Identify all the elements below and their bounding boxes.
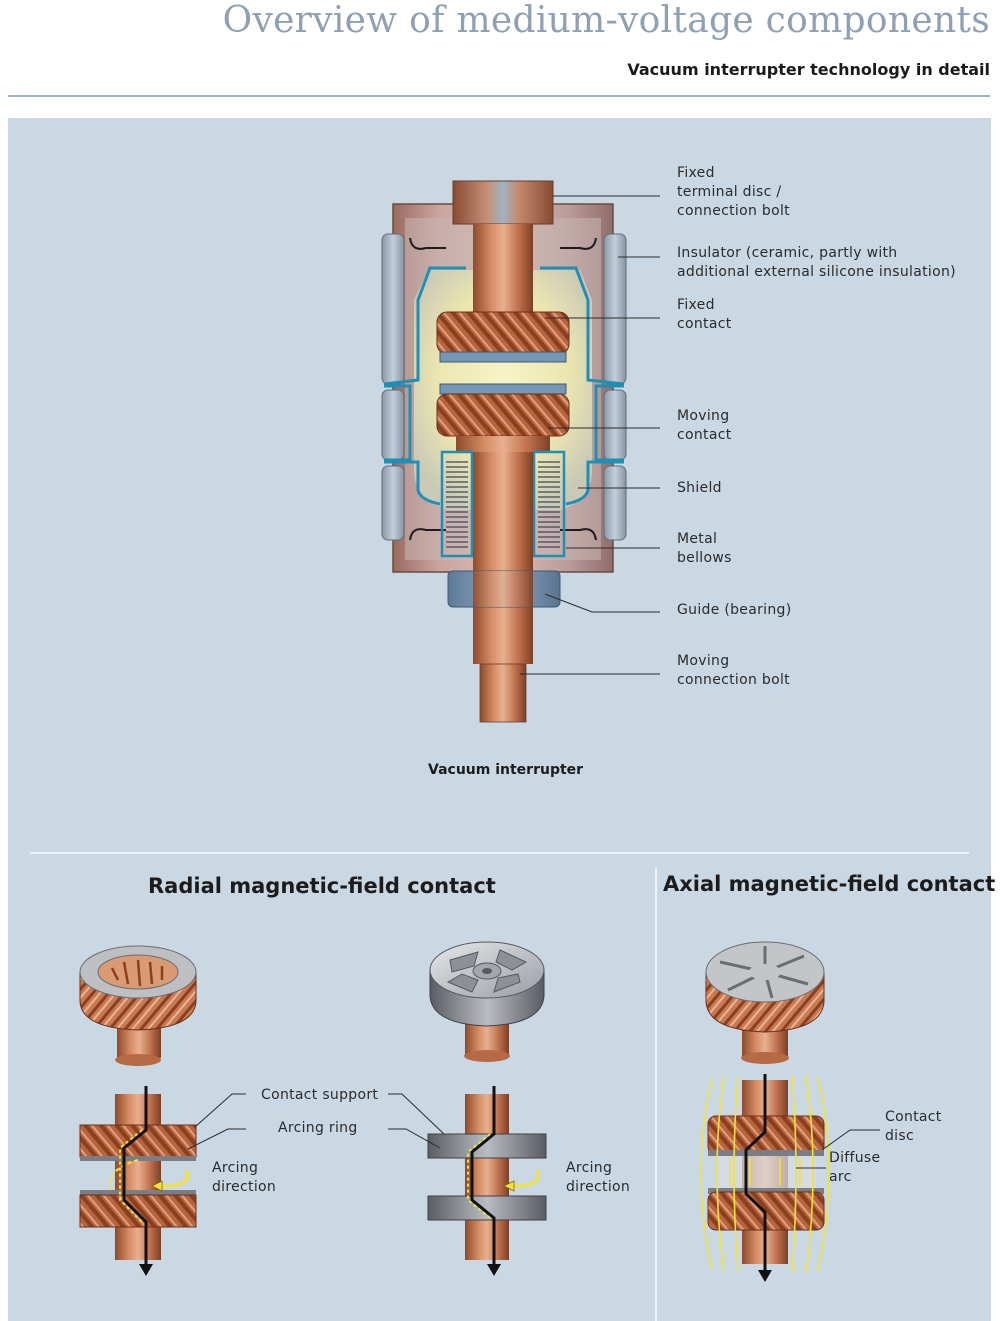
radial-contact-ring-3d bbox=[79, 945, 197, 1066]
moving-connection-bolt-upper bbox=[473, 452, 533, 664]
label-fixed-contact: Fixed contact bbox=[677, 297, 732, 332]
axial-section-title: Axial magnetic-field contact bbox=[663, 872, 996, 896]
label-arcing-direction-right: Arcing direction bbox=[566, 1160, 631, 1195]
label-moving-contact: Moving contact bbox=[677, 408, 732, 443]
shield-outline bbox=[383, 266, 625, 506]
axial-schematic bbox=[700, 1074, 880, 1282]
moving-contact bbox=[436, 393, 570, 437]
label-contact-disc: Contact disc bbox=[885, 1109, 942, 1144]
radial-schematic-right bbox=[388, 1086, 547, 1276]
radial-section-title: Radial magnetic-field contact bbox=[148, 874, 496, 898]
label-shield: Shield bbox=[677, 480, 722, 496]
metal-bellows bbox=[440, 450, 566, 558]
axial-contact-3d bbox=[705, 941, 825, 1064]
radial-contact-spiral-3d bbox=[429, 941, 545, 1062]
label-arcing-direction-left: Arcing direction bbox=[212, 1160, 277, 1195]
fixed-connection-bolt bbox=[473, 224, 533, 314]
label-arcing-ring: Arcing ring bbox=[278, 1120, 358, 1136]
label-contact-support: Contact support bbox=[261, 1087, 379, 1103]
page-title: Overview of medium-voltage components bbox=[222, 0, 990, 41]
header-divider bbox=[8, 95, 990, 97]
label-metal-bellows: Metal bellows bbox=[677, 531, 732, 566]
label-moving-connection-bolt: Moving connection bolt bbox=[677, 653, 790, 688]
label-guide-bearing: Guide (bearing) bbox=[677, 602, 792, 618]
vacuum-interrupter bbox=[381, 180, 660, 723]
label-diffuse-arc: Diffuse arc bbox=[829, 1150, 881, 1185]
leader-lines bbox=[520, 195, 660, 675]
radial-schematic-left bbox=[79, 1086, 246, 1276]
fixed-terminal-disc bbox=[452, 180, 554, 225]
label-insulator: Insulator (ceramic, partly with addition… bbox=[677, 245, 956, 280]
page-subtitle: Vacuum interrupter technology in detail bbox=[627, 60, 990, 79]
moving-connection-bolt bbox=[479, 663, 527, 723]
label-fixed-terminal-disc: Fixed terminal disc / connection bolt bbox=[677, 165, 790, 219]
caption-vacuum-interrupter: Vacuum interrupter bbox=[428, 762, 584, 778]
